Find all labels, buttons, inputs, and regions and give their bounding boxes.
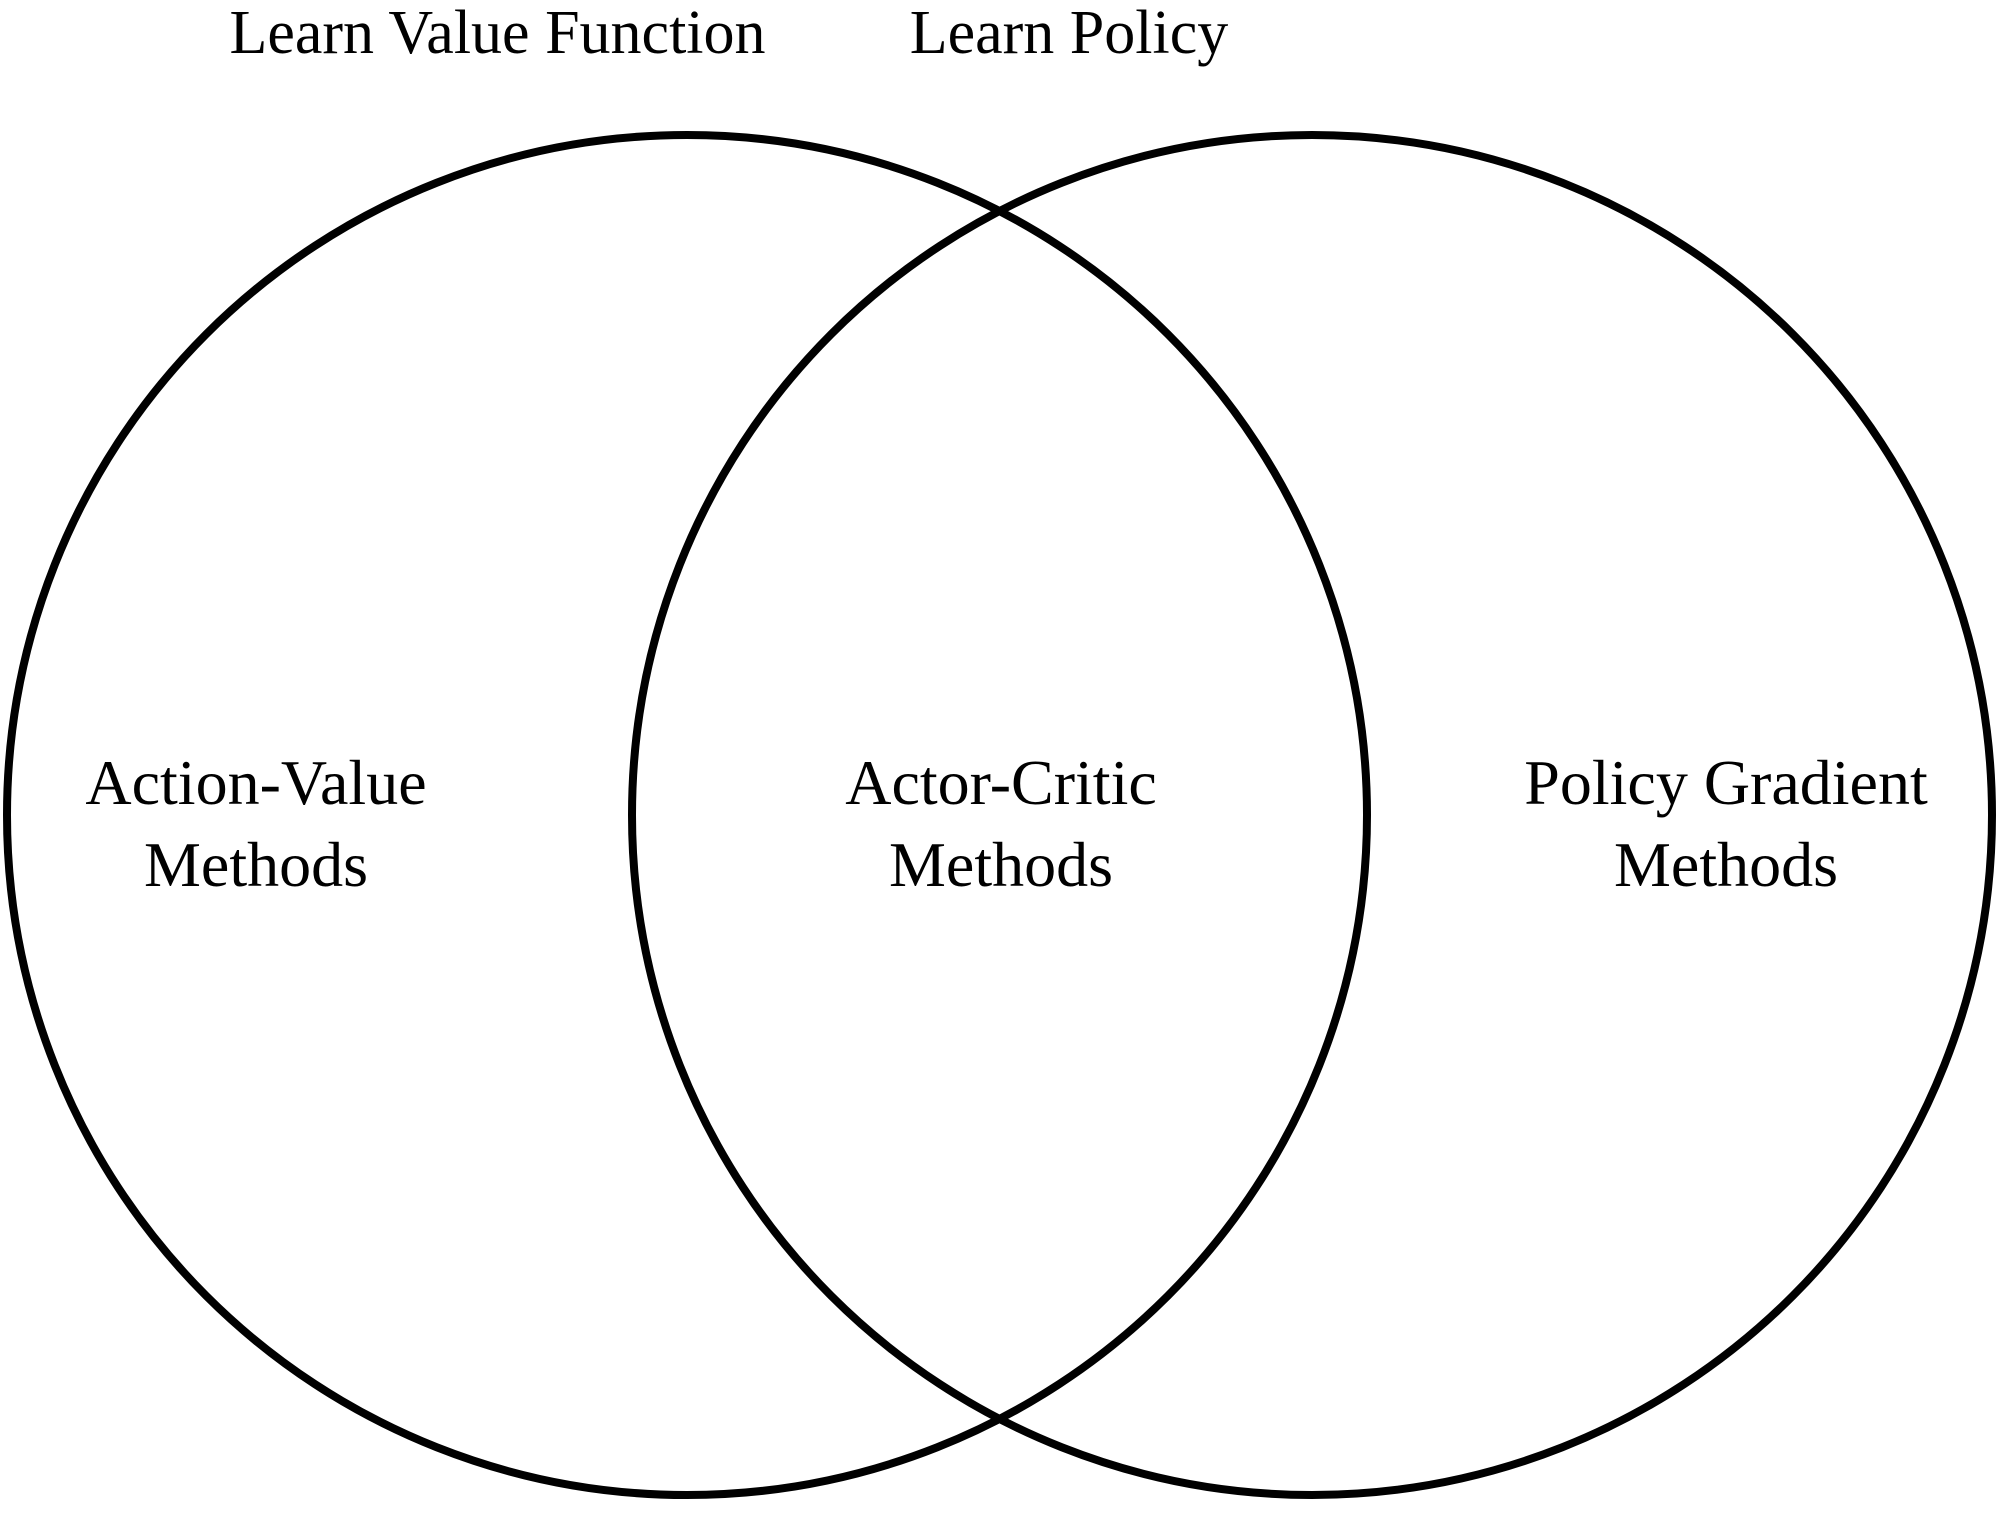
region-label-line-2: Methods xyxy=(1614,828,1838,900)
right-circle-learn-policy xyxy=(628,131,1996,1499)
region-label-line-2: Methods xyxy=(144,828,368,900)
region-label-actor-critic-methods: Actor-Critic Methods xyxy=(775,742,1227,906)
header-label-learn-policy: Learn Policy xyxy=(909,0,1229,67)
header-label-learn-value-function: Learn Value Function xyxy=(229,0,766,67)
left-circle-learn-value-function xyxy=(3,131,1371,1499)
region-label-line-1: Policy Gradient xyxy=(1524,747,1928,818)
region-label-line-2: Methods xyxy=(889,828,1113,900)
region-label-line-1: Actor-Critic xyxy=(845,747,1157,818)
region-label-policy-gradient-methods: Policy Gradient Methods xyxy=(1500,742,1952,906)
region-label-action-value-methods: Action-Value Methods xyxy=(30,742,482,906)
region-label-line-1: Action-Value xyxy=(85,747,427,818)
